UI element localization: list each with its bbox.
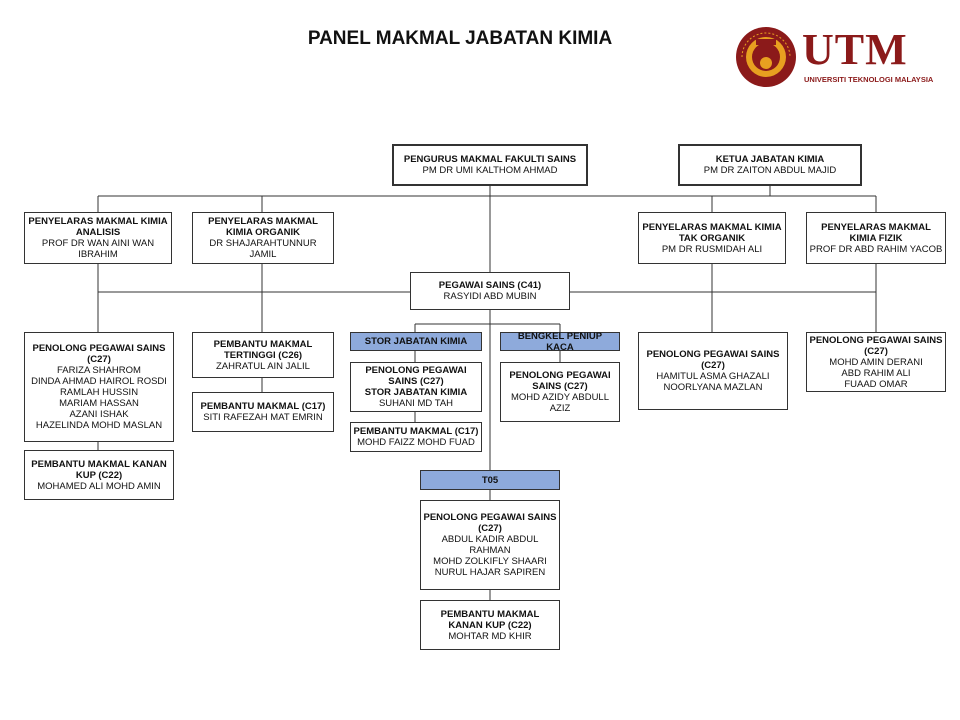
box-title: PENGURUS MAKMAL FAKULTI SAINS [403,154,577,165]
box-title: PENOLONG PEGAWAI SAINS (C27) [32,343,166,365]
box-pegawai-sains: PEGAWAI SAINS (C41) RASYIDI ABD MUBIN [410,272,570,310]
box-names: ZAHRATUL AIN JALIL [216,360,310,372]
utm-logo: UTM UNIVERSITI TEKNOLOGI MALAYSIA [734,25,933,89]
box-title: PEMBANTU MAKMAL (C17) [353,426,479,437]
logo-subtitle: UNIVERSITI TEKNOLOGI MALAYSIA [804,75,934,84]
box-title: PENOLONG PEGAWAI SAINS (C27) [646,349,780,371]
box-penyelaras-fizik: PENYELARAS MAKMAL KIMIA FIZIK PROF DR AB… [806,212,946,264]
box-names: HAMITUL ASMA GHAZALI NOORLYANA MAZLAN [656,371,770,393]
box-names: PM DR ZAITON ABDUL MAJID [703,165,837,176]
box-names: PM DR RUSMIDAH ALI [661,243,763,255]
box-penyelaras-tak-organik: PENYELARAS MAKMAL KIMIA TAK ORGANIK PM D… [638,212,786,264]
box-names: MOHD AZIDY ABDULL AZIZ [510,392,610,414]
box-names: SITI RAFEZAH MAT EMRIN [203,412,323,423]
box-title: BENGKEL PENIUP KACA [517,330,603,353]
box-pps-t05: PENOLONG PEGAWAI SAINS (C27) ABDUL KADIR… [420,500,560,590]
box-names: MOHAMED ALI MOHD AMIN [37,480,161,492]
box-title: PENOLONG PEGAWAI SAINS (C27) [809,334,943,357]
box-title: PENOLONG PEGAWAI SAINS (C27) [423,512,557,534]
box-pmk-analisis: PEMBANTU MAKMAL KANAN KUP (C22) MOHAMED … [24,450,174,500]
box-title: PEMBANTU MAKMAL TERTINGGI (C26) [213,338,313,361]
box-title: T05 [481,474,499,486]
box-title: PEMBANTU MAKMAL KANAN KUP (C22) [31,458,167,481]
box-penyelaras-organik: PENYELARAS MAKMAL KIMIA ORGANIK DR SHAJA… [192,212,334,264]
box-stor-jabatan: STOR JABATAN KIMIA [350,332,482,351]
box-names: MOHD AMIN DERANI ABD RAHIM ALI FUAAD OMA… [829,356,923,390]
box-names: MOHTAR MD KHIR [448,630,532,642]
box-names: DR SHAJARAHTUNNUR JAMIL [209,238,317,260]
box-pps-fizik: PENOLONG PEGAWAI SAINS (C27) MOHD AMIN D… [806,332,946,392]
box-names: MOHD FAIZZ MOHD FUAD [357,437,475,448]
box-title: PEMBANTU MAKMAL KANAN KUP (C22) [440,608,540,631]
logo-wordmark: UTM [802,25,908,74]
box-ketua-jabatan: KETUA JABATAN KIMIA PM DR ZAITON ABDUL M… [678,144,862,186]
box-penyelaras-analisis: PENYELARAS MAKMAL KIMIA ANALISIS PROF DR… [24,212,172,264]
box-names: PROF DR ABD RAHIM YACOB [809,243,943,255]
box-pmk-t05: PEMBANTU MAKMAL KANAN KUP (C22) MOHTAR M… [420,600,560,650]
box-pps-tak-organik: PENOLONG PEGAWAI SAINS (C27) HAMITUL ASM… [638,332,788,410]
box-title: PENYELARAS MAKMAL KIMIA ORGANIK [208,216,318,238]
box-pps-stor: PENOLONG PEGAWAI SAINS (C27) STOR JABATA… [350,362,482,412]
box-title: PENOLONG PEGAWAI SAINS (C27) STOR JABATA… [364,365,468,398]
box-names: PM DR UMI KALTHOM AHMAD [422,165,558,176]
box-pps-analisis: PENOLONG PEGAWAI SAINS (C27) FARIZA SHAH… [24,332,174,442]
box-pengurus-makmal: PENGURUS MAKMAL FAKULTI SAINS PM DR UMI … [392,144,588,186]
box-pm-stor: PEMBANTU MAKMAL (C17) MOHD FAIZZ MOHD FU… [350,422,482,452]
box-names: SUHANI MD TAH [378,398,454,409]
box-title: PENYELARAS MAKMAL KIMIA ANALISIS [28,216,168,238]
box-pps-bengkel: PENOLONG PEGAWAI SAINS (C27) MOHD AZIDY … [500,362,620,422]
box-title: KETUA JABATAN KIMIA [715,154,825,165]
box-title: PENYELARAS MAKMAL KIMIA TAK ORGANIK [642,221,782,244]
box-names: PROF DR WAN AINI WAN IBRAHIM [41,238,155,260]
box-title: STOR JABATAN KIMIA [364,336,468,347]
box-pm-organik: PEMBANTU MAKMAL (C17) SITI RAFEZAH MAT E… [192,392,334,432]
box-bengkel-peniup-kaca: BENGKEL PENIUP KACA [500,330,620,353]
box-title: PEGAWAI SAINS (C41) [438,280,542,291]
box-names: FARIZA SHAHROM DINDA AHMAD HAIROL ROSDI … [31,365,167,431]
box-title: PENYELARAS MAKMAL KIMIA FIZIK [821,221,931,244]
box-names: RASYIDI ABD MUBIN [443,291,537,302]
utm-seal-icon [736,27,796,87]
box-title: PENOLONG PEGAWAI SAINS (C27) [509,370,611,392]
box-t05: T05 [420,470,560,490]
box-pmt-organik: PEMBANTU MAKMAL TERTINGGI (C26) ZAHRATUL… [192,332,334,378]
box-names: ABDUL KADIR ABDUL RAHMAN MOHD ZOLKIFLY S… [433,534,547,578]
box-title: PEMBANTU MAKMAL (C17) [200,401,326,412]
page-title: PANEL MAKMAL JABATAN KIMIA [307,28,613,49]
